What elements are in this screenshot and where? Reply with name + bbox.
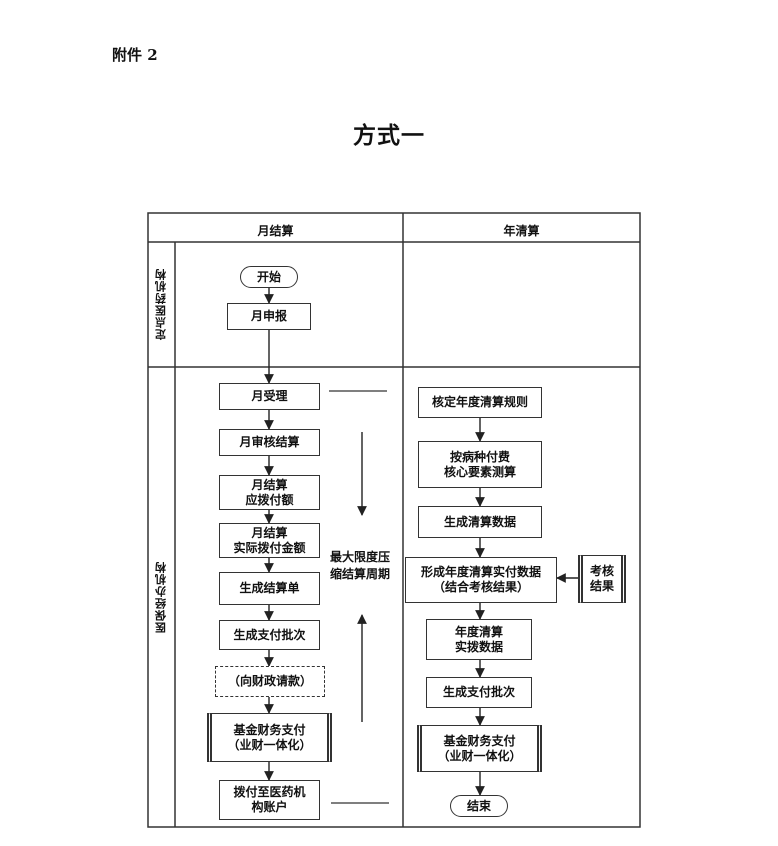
step-annual-rules: 核定年度清算规则 (418, 387, 542, 418)
step-annual-fund-payment: 基金财务支付（业财一体化） (417, 725, 542, 772)
compress-cycle-note: 最大限度压 缩结算周期 (330, 550, 391, 581)
lane-label-insurance-agency: 医保经办机构 (154, 561, 168, 633)
step-monthly-declare: 月申报 (227, 303, 311, 330)
lane-label-medical-institution: 定点医药机构 (154, 268, 168, 341)
step-generate-settlement-data: 生成清算数据 (418, 506, 542, 538)
step-generate-batch: 生成支付批次 (219, 620, 320, 650)
table-border (147, 212, 641, 828)
step-payable-amount: 月结算应拨付额 (219, 475, 320, 510)
step-annual-generate-batch: 生成支付批次 (426, 677, 532, 708)
step-fund-payment: 基金财务支付（业财一体化） (207, 713, 332, 762)
step-annual-disburse-data: 年度清算实拨数据 (426, 619, 532, 660)
end-terminal: 结束 (450, 795, 508, 817)
column-header-monthly: 月结算 (257, 224, 294, 238)
step-finance-request: （向财政请款） (215, 666, 325, 697)
start-terminal: 开始 (240, 266, 298, 288)
page-title: 方式一 (353, 122, 425, 149)
assessment-result-box: 考核结果 (578, 555, 626, 603)
step-annual-actual-data: 形成年度清算实付数据（结合考核结果） (405, 557, 557, 603)
step-monthly-accept: 月受理 (219, 383, 320, 410)
step-drg-calculation: 按病种付费核心要素测算 (418, 441, 542, 488)
step-disburse-to-institution: 拨付至医药机构账户 (219, 780, 320, 820)
column-header-annual: 年清算 (503, 224, 540, 238)
step-monthly-review: 月审核结算 (219, 429, 320, 456)
step-generate-statement: 生成结算单 (219, 572, 320, 605)
attachment-label: 附件 2 (112, 46, 158, 64)
step-actual-amount: 月结算实际拨付金额 (219, 523, 320, 558)
